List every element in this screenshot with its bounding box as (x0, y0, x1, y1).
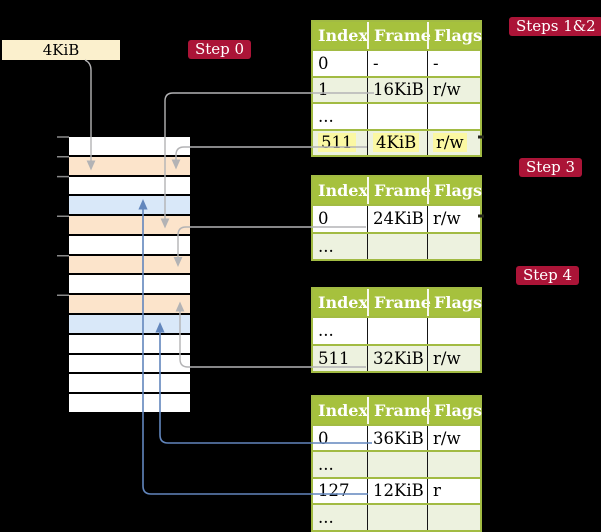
table-cell: 0 (318, 209, 329, 229)
table-row-3: ... (313, 503, 480, 530)
table-row-0: 0 -- (313, 49, 480, 76)
table-cell: 4KiB (367, 130, 427, 155)
frame-address-box: 4KiB (2, 40, 120, 60)
memory-row-1-peach (69, 156, 190, 177)
table-cell: 127 (318, 481, 350, 501)
header-cell-flags: Flags (427, 397, 482, 424)
table-cell (427, 505, 480, 530)
memory-row-10-white (69, 334, 190, 355)
table-cell: 511 (318, 348, 350, 368)
memory-row-11-white (69, 354, 190, 375)
table-cell: r (427, 478, 480, 504)
table-cell (367, 452, 427, 477)
table-cell: r/w (427, 426, 480, 451)
memory-row-12-white (69, 374, 190, 395)
header-cell-frame: Frame (367, 177, 431, 204)
table-cell: 36KiB (367, 426, 427, 451)
header-cell-index: Index (318, 26, 369, 45)
table-cell (427, 104, 480, 129)
memory-row-3-blue (69, 196, 190, 217)
table-row-2: ... (313, 102, 480, 129)
table-cell: - (367, 51, 427, 76)
header-cell-frame: Frame (367, 289, 431, 316)
memory-row-9-blue (69, 315, 190, 335)
header-cell-flags: Flags (427, 177, 482, 204)
header-cell-flags: Flags (427, 22, 482, 49)
table-cell: 0 (318, 53, 329, 73)
memory-row-2-white (69, 176, 190, 197)
table-cell: r/w (427, 77, 480, 102)
table-cell: r/w (427, 206, 480, 232)
memory-row-4-peach (69, 216, 190, 236)
table-cell (427, 318, 480, 344)
badge-step-4: Step 4 (516, 266, 580, 285)
table-cell: 0 (318, 428, 329, 448)
table-cell: 1 (318, 80, 329, 100)
memory-address-ticks (57, 136, 69, 297)
table-cell: r/w (427, 130, 480, 155)
table-cell: 24KiB (367, 206, 427, 232)
header-cell-frame: Frame (367, 397, 431, 424)
table-row-1: ... (313, 231, 480, 259)
memory-row-7-white (69, 275, 190, 296)
table-cell: ... (318, 507, 334, 527)
header-cell-index: Index (318, 293, 369, 312)
physical-memory-strip (69, 137, 190, 414)
table-cell (427, 452, 480, 477)
badge-steps-1-2: Steps 1&2 (509, 17, 601, 36)
memory-row-8-peach (69, 295, 190, 316)
table-row-0: ... (313, 316, 480, 344)
table-cell: ... (318, 236, 334, 256)
table-cell (367, 318, 427, 344)
table-cell: ... (318, 455, 334, 475)
table-cell (367, 233, 427, 259)
badge-step-0: Step 0 (188, 40, 252, 59)
table-cell: 32KiB (367, 345, 427, 371)
table-cell (367, 505, 427, 530)
table-cell (367, 104, 427, 129)
memory-row-6-peach (69, 255, 190, 276)
table-cell: ... (318, 321, 334, 341)
badge-step-3: Step 3 (519, 158, 583, 177)
memory-row-0-white (69, 137, 190, 157)
table-row-3: 511 4KiB r/w (313, 128, 480, 156)
highlighted-value: r/w (433, 133, 467, 153)
header-cell-flags: Flags (427, 289, 482, 316)
table-cell: 511 (313, 131, 367, 156)
highlighted-value: 4KiB (373, 133, 420, 153)
header-cell-index: Index (318, 181, 369, 200)
table-cell: 12KiB (367, 478, 427, 504)
memory-row-13-white (69, 394, 190, 414)
table-cell: ... (318, 106, 334, 126)
table-cell (427, 233, 480, 259)
table-cell: - (427, 51, 480, 76)
memory-row-5-white (69, 235, 190, 256)
header-cell-index: Index (318, 401, 369, 420)
highlighted-value: 511 (318, 133, 356, 153)
table-cell: r/w (427, 345, 480, 371)
header-cell-frame: Frame (367, 22, 431, 49)
table-row-1: ... (313, 450, 480, 477)
table-cell: 16KiB (367, 77, 427, 102)
